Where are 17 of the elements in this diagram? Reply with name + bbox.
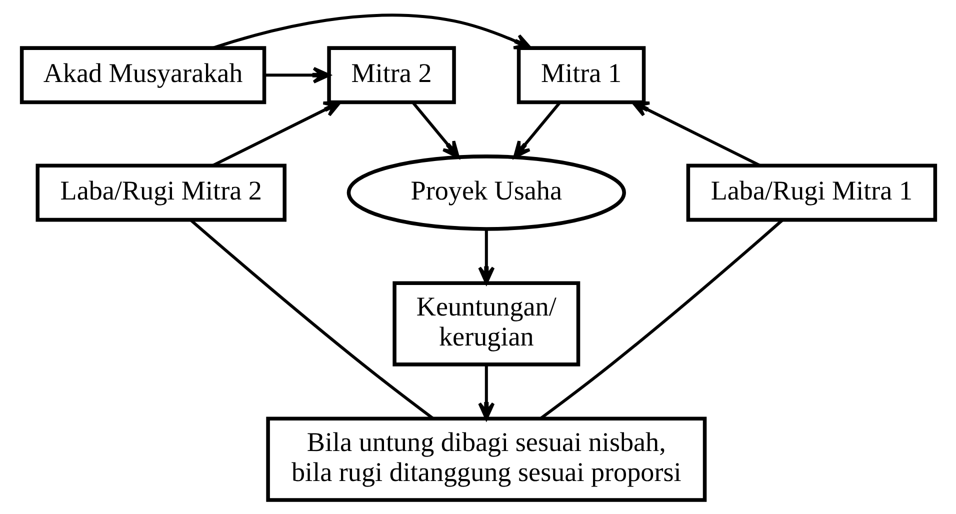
node-box: Laba/Rugi Mitra 2 [35, 163, 286, 222]
node-box: Laba/Rugi Mitra 1 [686, 163, 937, 222]
arrow [264, 66, 330, 83]
arrow [411, 101, 460, 158]
node-box: Bila untung dibagi sesuai nisbah, bila rugi ditanggung sesuai proporsi [266, 416, 706, 502]
arrow [212, 13, 532, 49]
node-box: Keuntungan/ kerugian [392, 280, 580, 366]
node-box: Akad Musyarakah [19, 46, 266, 104]
arrow [211, 100, 341, 166]
node-box: Mitra 1 [516, 46, 646, 104]
node-ellipse: Proyek Usaha [346, 154, 626, 230]
arrow [478, 228, 494, 284]
connector [539, 218, 783, 420]
arrow [631, 100, 760, 166]
arrow [512, 101, 560, 158]
node-box: Mitra 2 [326, 46, 456, 104]
arrow [478, 364, 494, 420]
